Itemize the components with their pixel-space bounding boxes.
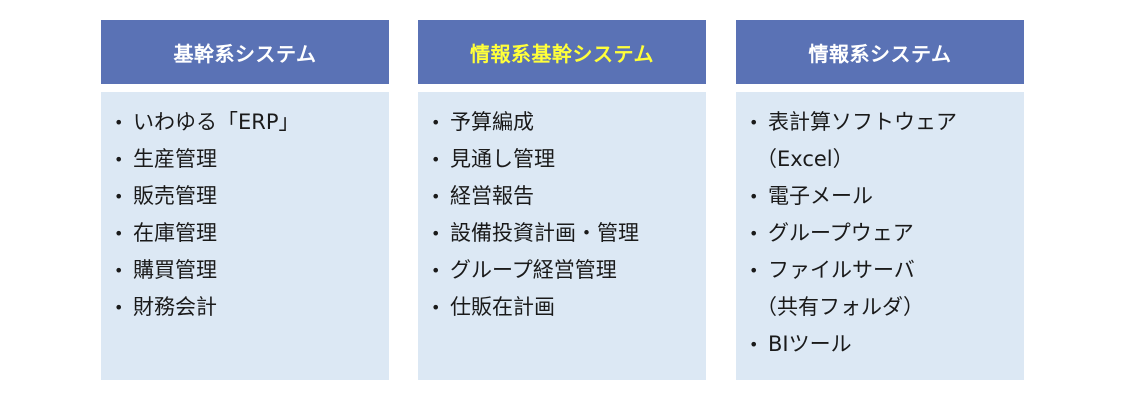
bullet-icon: • xyxy=(114,150,124,169)
item-list: •いわゆる「ERP」 •生産管理 •販売管理 •在庫管理 •購買管理 •財務会計 xyxy=(101,104,389,326)
bullet-icon: • xyxy=(114,298,124,317)
column-header-info-core-systems: 情報系基幹システム xyxy=(418,20,706,84)
bullet-icon: • xyxy=(114,113,124,132)
bullet-icon: • xyxy=(431,113,441,132)
list-item: •財務会計 xyxy=(101,289,389,326)
column-body-info-systems: •表計算ソフトウェア （Excel） •電子メール •グループウェア •ファイル… xyxy=(736,92,1024,380)
column-info-core-systems: 情報系基幹システム •予算編成 •見通し管理 •経営報告 •設備投資計画・管理 … xyxy=(418,20,706,380)
list-item: •経営報告 xyxy=(418,178,706,215)
list-item: •購買管理 xyxy=(101,252,389,289)
bullet-icon: • xyxy=(431,224,441,243)
list-item: •販売管理 xyxy=(101,178,389,215)
list-item: •いわゆる「ERP」 xyxy=(101,104,389,141)
item-list: •予算編成 •見通し管理 •経営報告 •設備投資計画・管理 •グループ経営管理 … xyxy=(418,104,706,326)
bullet-icon: • xyxy=(749,224,759,243)
list-item: •電子メール xyxy=(736,178,1024,215)
list-item: •生産管理 xyxy=(101,141,389,178)
bullet-icon: • xyxy=(431,261,441,280)
bullet-icon: • xyxy=(431,187,441,206)
bullet-icon: • xyxy=(749,187,759,206)
list-item: •ファイルサーバ xyxy=(736,252,1024,289)
bullet-icon: • xyxy=(749,113,759,132)
column-info-systems: 情報系システム •表計算ソフトウェア （Excel） •電子メール •グループウ… xyxy=(736,20,1024,380)
list-item: •表計算ソフトウェア xyxy=(736,104,1024,141)
bullet-icon: • xyxy=(114,224,124,243)
list-item: •仕販在計画 xyxy=(418,289,706,326)
list-item: •予算編成 xyxy=(418,104,706,141)
bullet-icon: • xyxy=(749,335,759,354)
item-list: •表計算ソフトウェア （Excel） •電子メール •グループウェア •ファイル… xyxy=(736,104,1024,363)
bullet-icon: • xyxy=(431,150,441,169)
list-item-continuation: （共有フォルダ） xyxy=(756,295,924,319)
bullet-icon: • xyxy=(749,261,759,280)
bullet-icon: • xyxy=(114,187,124,206)
bullet-icon: • xyxy=(431,298,441,317)
list-item: •見通し管理 xyxy=(418,141,706,178)
bullet-icon: • xyxy=(114,261,124,280)
list-item: •BIツール xyxy=(736,326,1024,363)
column-header-core-systems: 基幹系システム xyxy=(101,20,389,84)
list-item-continuation: （Excel） xyxy=(756,147,854,171)
column-core-systems: 基幹系システム •いわゆる「ERP」 •生産管理 •販売管理 •在庫管理 •購買… xyxy=(101,20,389,380)
list-item: •設備投資計画・管理 xyxy=(418,215,706,252)
column-header-info-systems: 情報系システム xyxy=(736,20,1024,84)
list-item: •在庫管理 xyxy=(101,215,389,252)
column-body-core-systems: •いわゆる「ERP」 •生産管理 •販売管理 •在庫管理 •購買管理 •財務会計 xyxy=(101,92,389,380)
list-item: •グループ経営管理 xyxy=(418,252,706,289)
column-body-info-core-systems: •予算編成 •見通し管理 •経営報告 •設備投資計画・管理 •グループ経営管理 … xyxy=(418,92,706,380)
list-item: •グループウェア xyxy=(736,215,1024,252)
